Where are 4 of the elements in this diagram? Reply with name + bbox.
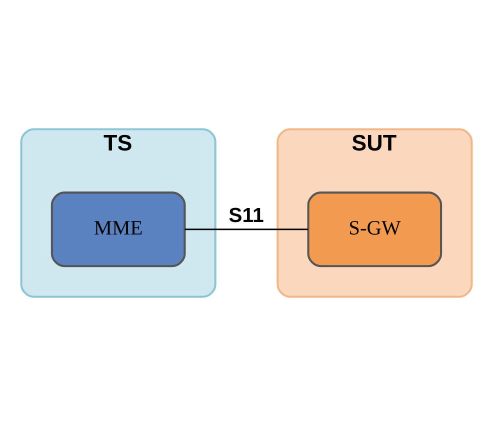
- node-box: S-GW: [307, 191, 442, 267]
- connector: [184, 228, 308, 230]
- node-box: MME: [50, 191, 186, 267]
- edge-label: S11: [228, 204, 264, 227]
